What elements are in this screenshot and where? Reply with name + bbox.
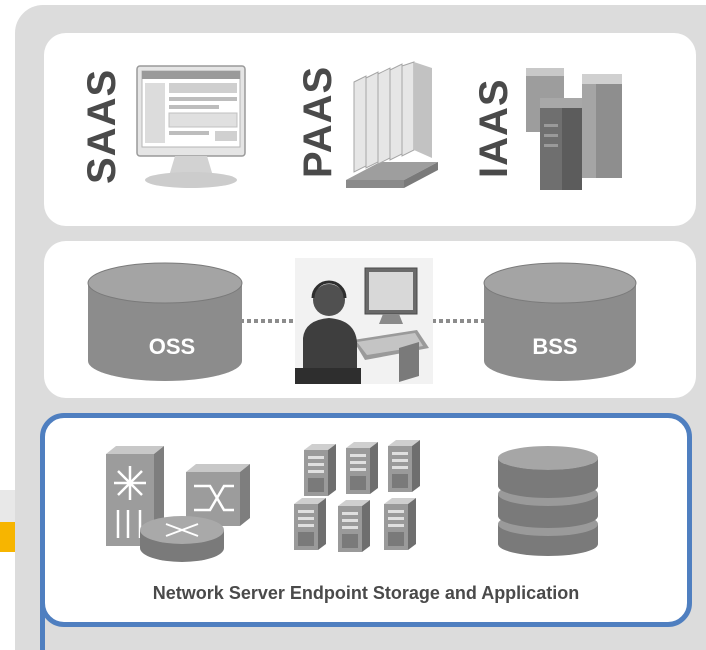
left-edge-strip: [0, 490, 15, 522]
server-blades-icon: [346, 61, 438, 188]
connector-right: [432, 319, 488, 323]
iaas-label: IAAS: [472, 78, 516, 178]
oss-database-cylinder-icon: [87, 262, 243, 381]
saas-label: SAAS: [80, 68, 124, 184]
storage-stack-icon: [498, 446, 598, 556]
bss-label: BSS: [532, 334, 578, 359]
oss-label: OSS: [148, 334, 196, 359]
network-switch-router-icon: [106, 446, 250, 562]
server-cluster-icon: [294, 440, 420, 552]
server-towers-icon: [526, 68, 622, 190]
operator-workstation-icon: [295, 258, 433, 384]
monitor-icon: [136, 65, 246, 188]
connector-left: [240, 319, 300, 323]
infrastructure-caption: Network Server Endpoint Storage and Appl…: [152, 583, 580, 603]
bss-database-cylinder-icon: [483, 262, 637, 381]
paas-label: PAAS: [296, 65, 340, 178]
left-edge-accent: [0, 522, 15, 552]
infrastructure-panel-tail: [40, 600, 45, 650]
